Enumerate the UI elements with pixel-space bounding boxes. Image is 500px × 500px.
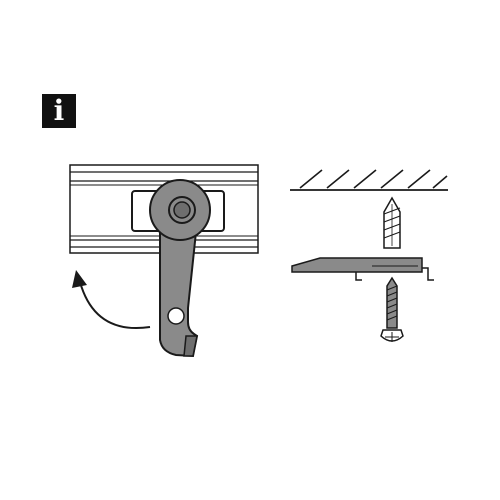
rail-assembly [69, 164, 259, 358]
screw-threads [386, 285, 398, 321]
rail-cross-section-hook [355, 267, 434, 281]
roller-axle [173, 201, 191, 219]
ceiling-hatching [299, 169, 448, 189]
arm-tip [183, 335, 198, 357]
rail-cross-section [291, 257, 423, 273]
info-icon-glyph: i [53, 94, 65, 127]
ceiling-mounting [290, 169, 448, 342]
screw-shaft [386, 276, 398, 329]
rotation-arrow-head [72, 270, 87, 288]
arm-hole [167, 307, 185, 325]
rotation-arrow-curve [79, 281, 151, 329]
pivot-arm [159, 231, 199, 358]
info-icon: i [42, 94, 76, 128]
